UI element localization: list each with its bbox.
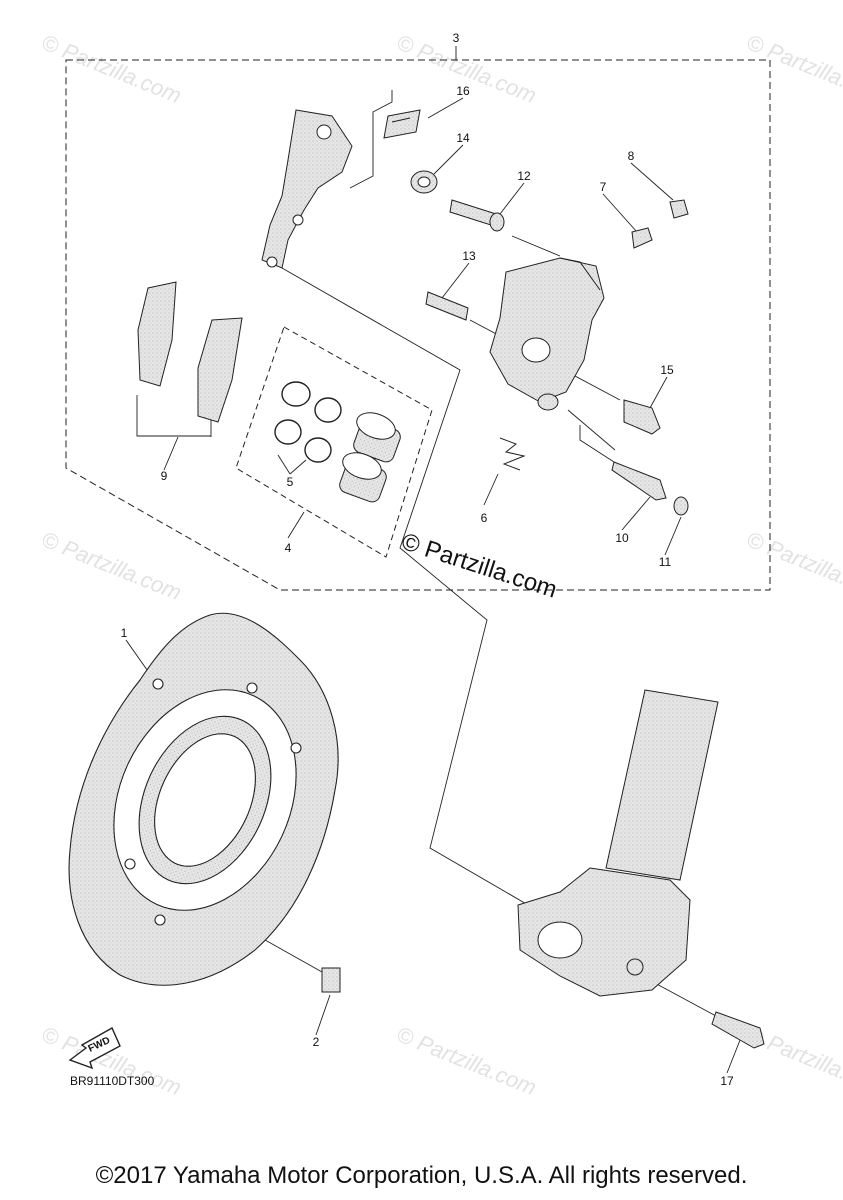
brake-disc-part (68, 612, 339, 986)
bolt-13-part (425, 291, 469, 321)
bleed-screw-part (669, 199, 689, 219)
watermark: © Partzilla.com (38, 526, 185, 605)
callout-16: 16 (456, 84, 470, 98)
callout-12: 12 (517, 169, 531, 183)
caliper-body-part (489, 257, 605, 411)
callout-15: 15 (660, 363, 674, 377)
pin-7-part (631, 227, 653, 249)
callout-6: 6 (481, 511, 488, 525)
disc-bolt-part (321, 967, 341, 993)
callout-5: 5 (287, 475, 294, 489)
callout-10: 10 (615, 531, 629, 545)
copyright-notice: ©2017 Yamaha Motor Corporation, U.S.A. A… (95, 1162, 748, 1189)
nut-part (410, 170, 438, 194)
callouts: 3 16 14 8 12 7 13 15 9 5 6 10 4 11 1 2 1… (121, 31, 734, 1088)
front-fork-part (517, 689, 719, 997)
callout-1: 1 (121, 626, 128, 640)
callout-9: 9 (161, 469, 168, 483)
bracket-clip-part (383, 109, 421, 139)
center-watermark: © Partzilla.com (398, 528, 560, 604)
seal-kit-boundary (235, 326, 433, 558)
callout-2: 2 (313, 1035, 320, 1049)
callout-13: 13 (462, 249, 476, 263)
watermark: © Partzilla.com (38, 29, 185, 108)
watermark: © Partzilla.com (743, 526, 843, 605)
callout-17: 17 (720, 1074, 734, 1088)
piston-seal-part (274, 381, 342, 463)
bolt-12-part (449, 199, 505, 232)
piston-part (339, 412, 401, 503)
axle-bolt-part (711, 1011, 765, 1049)
callout-4: 4 (285, 541, 292, 555)
callout-8: 8 (628, 149, 635, 163)
brake-pad-part (137, 281, 243, 423)
forward-arrow-icon: FWD (68, 1027, 121, 1070)
caliper-bracket-part (261, 109, 353, 269)
callout-11: 11 (659, 555, 672, 569)
watermark: © Partzilla.com (743, 29, 843, 108)
pad-pin-part (611, 461, 667, 501)
callout-3: 3 (453, 31, 460, 45)
callout-14: 14 (456, 131, 470, 145)
pad-spring-part (499, 437, 526, 471)
plug-part (673, 496, 689, 516)
reference-code: BR91110DT300 (70, 1074, 155, 1088)
bolt-15-part (623, 399, 661, 435)
callout-7: 7 (600, 180, 607, 194)
leader-lines (125, 46, 743, 1074)
caliper-assembly-boundary (65, 59, 771, 591)
watermark: © Partzilla.com (393, 1021, 540, 1100)
